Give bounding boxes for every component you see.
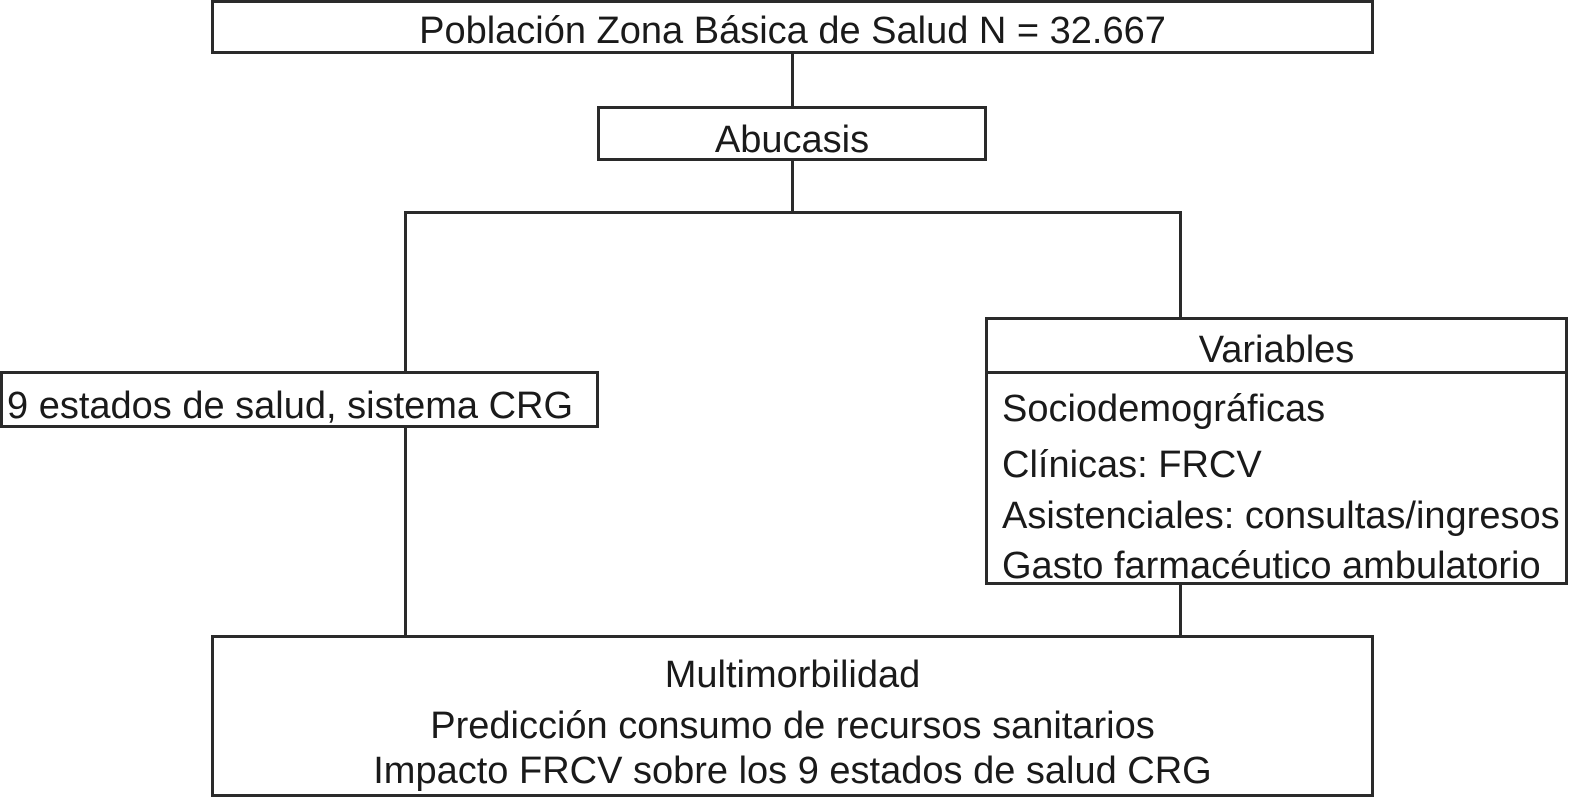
outcome-line-frcv-impact: Impacto FRCV sobre los 9 estados de salu… [373, 750, 1212, 792]
variable-item-pharma-cost: Gasto farmacéutico ambulatorio [1002, 545, 1541, 587]
connector-branch-right [1179, 211, 1182, 317]
variable-item-care: Asistenciales: consultas/ingresos [1002, 495, 1560, 537]
population-box: Población Zona Básica de Salud N = 32.66… [211, 0, 1374, 54]
outcome-line-resource-prediction: Predicción consumo de recursos sanitario… [430, 705, 1155, 747]
connector-branch-horizontal [404, 211, 1182, 214]
variables-header: Variables [988, 320, 1565, 374]
abucasis-box: Abucasis [597, 106, 987, 161]
outcome-line-multimorbidity: Multimorbilidad [664, 654, 921, 696]
connector-abucasis-down [791, 161, 794, 213]
variable-item-sociodemographic: Sociodemográficas [1002, 388, 1326, 430]
connector-top-to-abucasis [791, 54, 794, 106]
connector-variables-to-outcome [1179, 585, 1182, 635]
variables-box: Variables Sociodemográficas Clínicas: FR… [985, 317, 1568, 585]
crg-health-states-label: 9 estados de salud, sistema CRG [7, 385, 574, 427]
variable-item-clinical: Clínicas: FRCV [1002, 444, 1262, 486]
abucasis-label: Abucasis [714, 119, 870, 161]
connector-crg-to-outcome [404, 428, 407, 635]
crg-health-states-box: 9 estados de salud, sistema CRG [0, 371, 599, 428]
outcome-box: Multimorbilidad Predicción consumo de re… [211, 635, 1374, 797]
variables-title: Variables [1198, 329, 1355, 371]
population-label: Población Zona Básica de Salud N = 32.66… [419, 10, 1166, 52]
connector-branch-left [404, 211, 407, 371]
